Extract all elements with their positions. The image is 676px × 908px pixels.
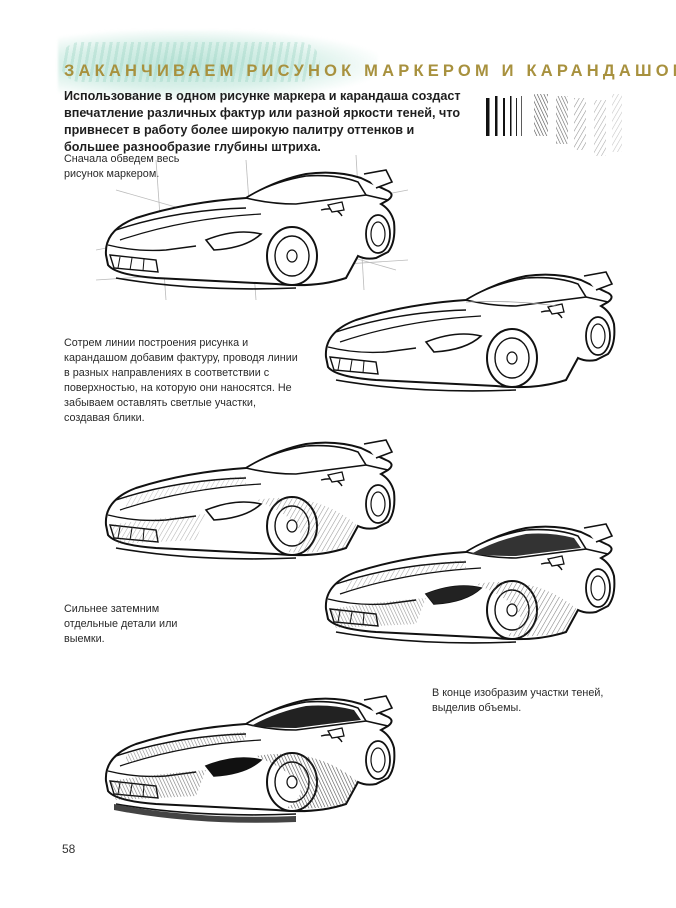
heading-brush-background: [58, 30, 378, 100]
page-heading: ЗАКАНЧИВАЕМ РИСУНОК МАРКЕРОМ И КАРАНДАШО…: [64, 62, 676, 80]
car-sketch-marker: [324, 271, 616, 392]
intro-paragraph: Использование в одном рисунке маркера и …: [64, 89, 461, 154]
heading-brush-texture: [60, 42, 320, 82]
caption-step-4: В конце изобразим участки теней, выделив…: [432, 687, 604, 714]
car-sketch-darkened: [324, 523, 616, 644]
car-sketch-final-shadows: [104, 695, 396, 823]
page-number: 58: [62, 842, 76, 856]
caption-step-3: Сильнее затемним отдельные детали или вы…: [64, 603, 178, 645]
car-sketch-texture: [104, 439, 396, 560]
stroke-samples-illustration: [486, 94, 622, 156]
caption-step-1: Сначала обведем весь рисунок маркером.: [64, 153, 180, 180]
caption-step-2: Сотрем линии построения рисунка и каранд…: [64, 337, 298, 424]
car-sketch-outline: [96, 154, 408, 301]
